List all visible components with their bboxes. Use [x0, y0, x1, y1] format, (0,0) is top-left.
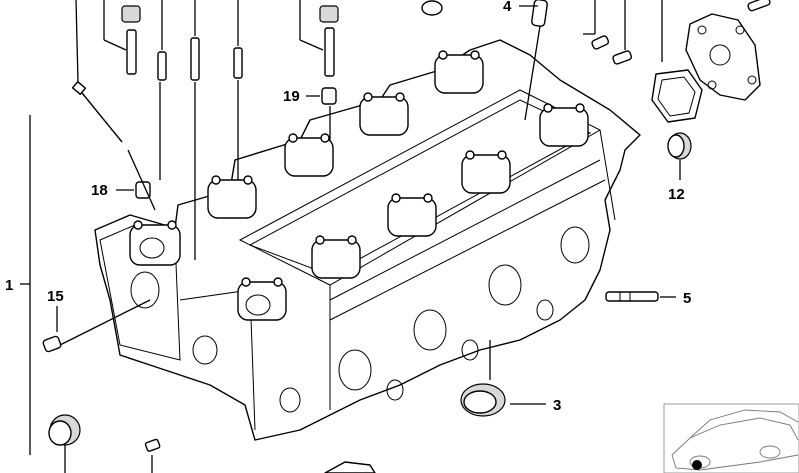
sleeve-19 — [321, 87, 337, 105]
stud-far-right — [747, 0, 771, 12]
callout-15: 15 — [47, 288, 64, 305]
callout-labels: 1 3 4 5 12 15 18 19 — [5, 0, 691, 414]
nuts-top — [121, 0, 548, 27]
seal-ring-3 — [460, 383, 506, 417]
stud-bolts-top — [126, 27, 335, 81]
dowel-15 — [42, 335, 62, 353]
callout-5: 5 — [683, 290, 691, 307]
cylinder-head-block — [94, 39, 641, 441]
cylinder-head-bolt-long — [71, 81, 123, 143]
callout-3: 3 — [553, 397, 561, 414]
vehicle-location-thumbnail — [663, 403, 799, 473]
bracket-bottom — [324, 461, 376, 473]
plug-12 — [667, 132, 692, 160]
flange-cover — [685, 13, 761, 101]
nut-bottom-left — [48, 414, 81, 446]
stud-5 — [605, 291, 659, 302]
location-marker-icon — [692, 460, 702, 470]
callout-12: 12 — [668, 186, 685, 203]
pin-bottom — [144, 438, 161, 452]
callout-19: 19 — [283, 88, 300, 105]
stud-top-right-b — [612, 50, 633, 65]
callout-4: 4 — [503, 0, 512, 15]
leader-lines — [20, 0, 681, 473]
stud-top-right-a — [591, 35, 610, 50]
callout-1: 1 — [5, 277, 13, 294]
callout-18: 18 — [91, 182, 108, 199]
